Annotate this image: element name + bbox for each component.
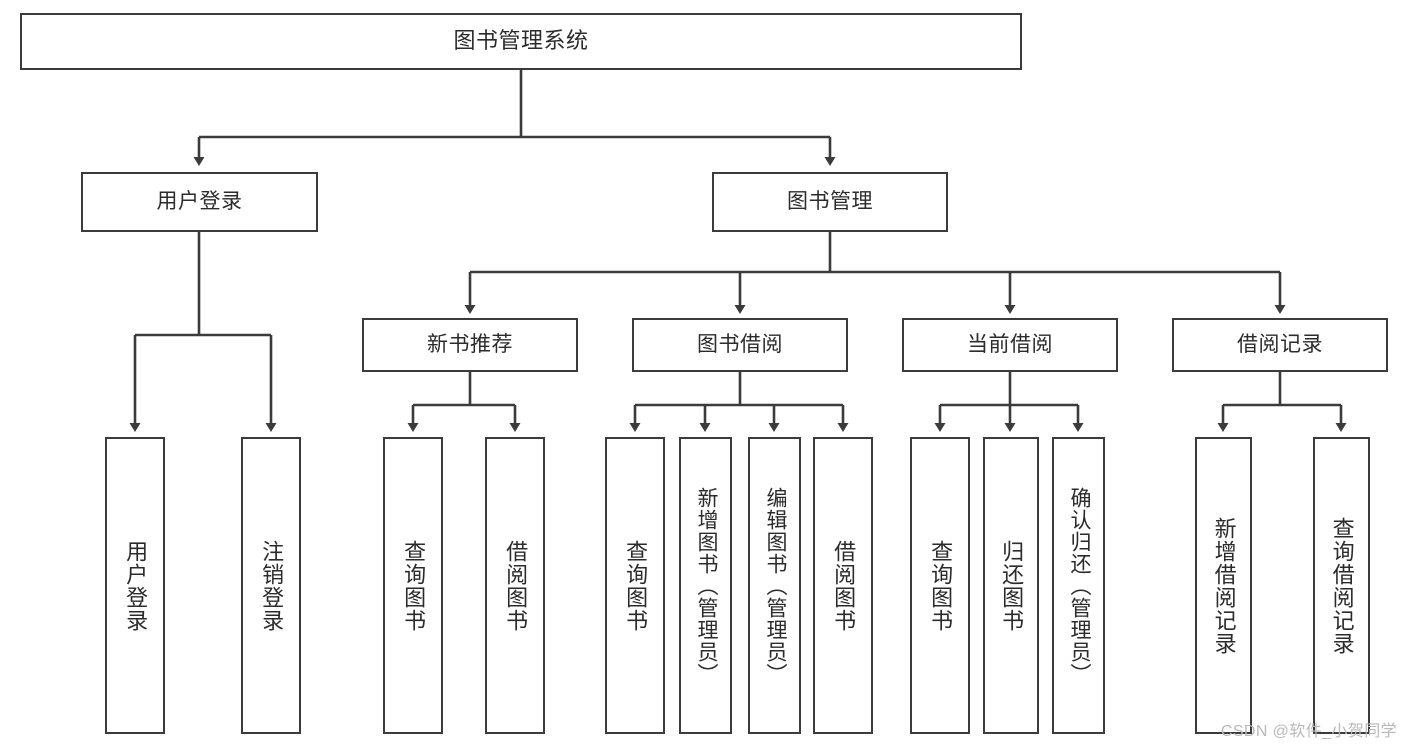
leaf-current-return-book[interactable]: 归还图书	[983, 437, 1039, 734]
leaf-user-login-login[interactable]: 用户登录	[105, 437, 165, 734]
leaf-borrow-add-book-admin[interactable]: 新增图书（管理员）	[679, 437, 732, 734]
node-label: 确认归还（管理员）	[1067, 486, 1091, 685]
node-root-system[interactable]: 图书管理系统	[20, 13, 1022, 70]
node-label: 用户登录	[123, 539, 149, 632]
leaf-user-login-logout[interactable]: 注销登录	[241, 437, 301, 734]
leaf-borrow-query-book[interactable]: 查询图书	[605, 437, 665, 734]
node-label: 用户登录	[156, 190, 243, 214]
leaf-current-confirm-return-admin[interactable]: 确认归还（管理员）	[1052, 437, 1105, 734]
node-label: 注销登录	[259, 539, 285, 632]
node-label: 新增借阅记录	[1211, 516, 1237, 655]
node-current-borrow[interactable]: 当前借阅	[902, 318, 1118, 372]
node-label: 图书借阅	[697, 333, 783, 357]
node-label: 借阅图书	[831, 539, 857, 632]
node-user-login[interactable]: 用户登录	[81, 172, 318, 232]
node-label: 查询图书	[928, 539, 954, 632]
node-label: 图书管理系统	[453, 28, 589, 54]
leaf-recommend-borrow-book[interactable]: 借阅图书	[485, 437, 545, 734]
node-book-borrow[interactable]: 图书借阅	[632, 318, 848, 372]
leaf-records-query-record[interactable]: 查询借阅记录	[1313, 437, 1370, 734]
node-borrow-records[interactable]: 借阅记录	[1172, 318, 1388, 372]
node-label: 查询图书	[623, 539, 649, 632]
leaf-records-add-record[interactable]: 新增借阅记录	[1195, 437, 1252, 734]
csdn-watermark: CSDN @软件_小贺同学	[1220, 723, 1397, 740]
node-label: 借阅记录	[1237, 333, 1323, 357]
node-label: 编辑图书（管理员）	[763, 486, 787, 685]
leaf-borrow-edit-book-admin[interactable]: 编辑图书（管理员）	[748, 437, 801, 734]
node-label: 当前借阅	[967, 333, 1053, 357]
node-label: 图书管理	[787, 190, 873, 214]
leaf-recommend-query-book[interactable]: 查询图书	[383, 437, 443, 734]
node-new-book-recommend[interactable]: 新书推荐	[362, 318, 578, 372]
node-label: 查询图书	[401, 539, 427, 632]
node-label: 借阅图书	[503, 539, 529, 632]
leaf-borrow-borrow-book[interactable]: 借阅图书	[813, 437, 873, 734]
node-label: 新书推荐	[427, 333, 513, 357]
node-label: 新增图书（管理员）	[694, 486, 718, 685]
node-label: 归还图书	[999, 539, 1025, 632]
node-label: 查询借阅记录	[1329, 516, 1355, 655]
node-book-management[interactable]: 图书管理	[712, 172, 948, 232]
leaf-current-query-book[interactable]: 查询图书	[910, 437, 970, 734]
